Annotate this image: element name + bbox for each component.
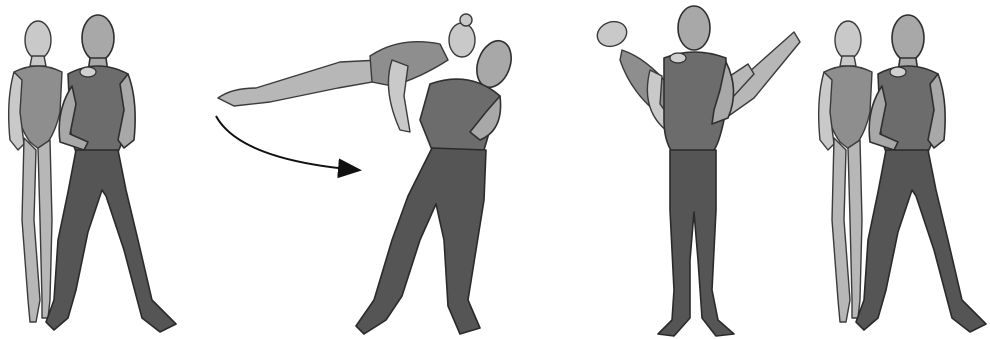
man-figure [658, 6, 734, 336]
motion-arrow [216, 116, 358, 170]
panel-3-cradle-lift [594, 6, 800, 336]
panel-1-standing-embrace [9, 15, 176, 332]
panel-4-standing-embrace [819, 15, 986, 332]
couple-figure [819, 15, 986, 332]
panel-2-horizontal-lift [218, 14, 517, 334]
couple-figure [9, 15, 176, 332]
